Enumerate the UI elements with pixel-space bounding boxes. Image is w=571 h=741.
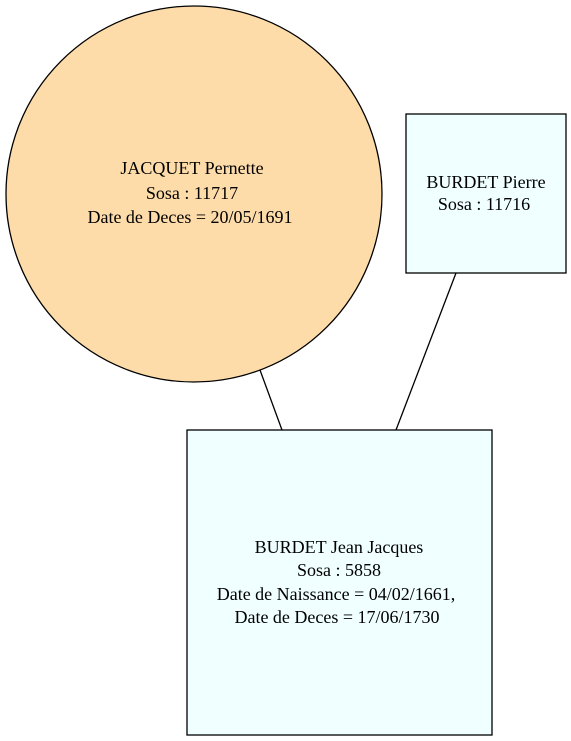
mother-death-date: Date de Deces = 20/05/1691 bbox=[87, 207, 292, 227]
edge-father-to-child bbox=[395, 272, 457, 431]
child-death-date: Date de Deces = 17/06/1730 bbox=[234, 607, 439, 627]
mother-sosa: Sosa : 11717 bbox=[146, 183, 238, 203]
mother-circle bbox=[5, 5, 383, 383]
father-box bbox=[405, 113, 567, 274]
father-sosa: Sosa : 11716 bbox=[438, 194, 530, 214]
father-name: BURDET Pierre bbox=[426, 172, 545, 192]
edge-mother-to-child bbox=[259, 369, 283, 431]
node-father[interactable]: BURDET Pierre Sosa : 11716 bbox=[405, 113, 567, 274]
node-mother[interactable]: JACQUET Pernette Sosa : 11717 Date de De… bbox=[5, 5, 383, 383]
child-sosa: Sosa : 5858 bbox=[297, 560, 381, 580]
child-name: BURDET Jean Jacques bbox=[255, 537, 424, 557]
mother-name: JACQUET Pernette bbox=[120, 158, 263, 178]
node-child[interactable]: BURDET Jean Jacques Sosa : 5858 Date de … bbox=[186, 429, 493, 736]
child-box bbox=[186, 429, 493, 736]
child-birth-date: Date de Naissance = 04/02/1661, bbox=[217, 584, 456, 604]
